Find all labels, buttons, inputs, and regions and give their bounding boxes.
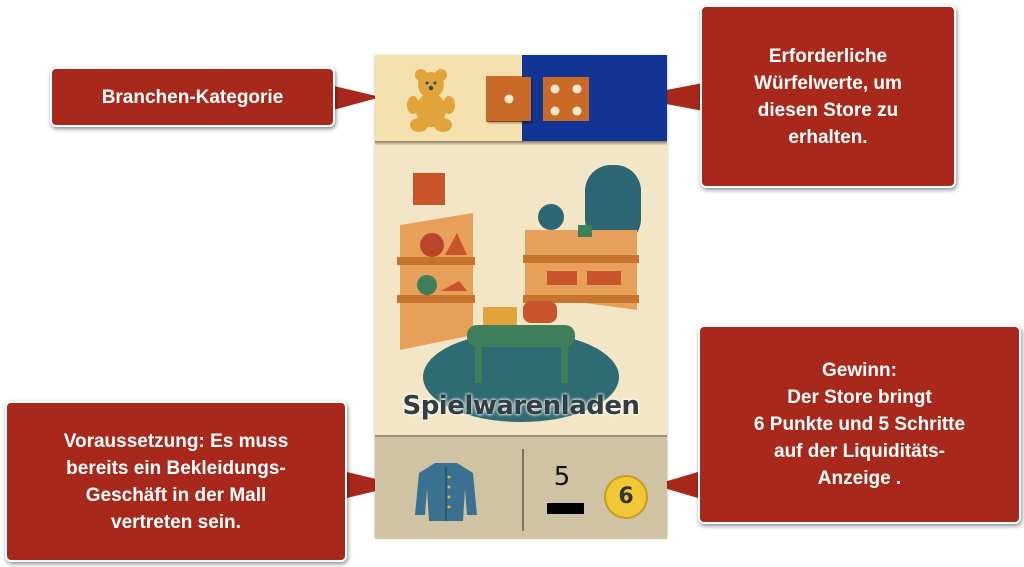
die-four-icon: [543, 77, 589, 121]
callout-reward-line: Anzeige .: [817, 468, 902, 489]
callout-category: Branchen-Kategorie: [50, 67, 335, 127]
divider: [375, 141, 667, 145]
points-coin: 6: [604, 475, 648, 519]
callout-requirement: Voraussetzung: Es muss bereits ein Bekle…: [5, 401, 347, 562]
callout-requirement-line: vertreten sein.: [111, 511, 241, 533]
callout-requirement-line: bereits ein Bekleidungs-: [66, 457, 286, 479]
callout-requirement-line: Geschäft in der Mall: [85, 484, 267, 506]
store-title: Spielwarenladen: [402, 391, 640, 421]
callout-dice-line: erhalten.: [788, 126, 868, 148]
callout-dice-line: Würfelwerte, um: [754, 72, 902, 94]
liquidity-steps: 5: [553, 462, 571, 492]
toy-store-illustration: [397, 165, 641, 422]
callout-dice-line: diesen Store zu: [757, 99, 899, 121]
callout-dice-line: Erforderliche: [768, 45, 888, 67]
store-card: Spielwarenladen 5 6: [375, 55, 667, 539]
card-footer: 5 6: [375, 435, 667, 539]
die-one-icon: [487, 77, 531, 121]
callout-requirement-line: Voraussetzung: Es muss: [63, 430, 289, 452]
callout-reward-line: Gewinn:: [822, 360, 897, 381]
callout-reward-line: Der Store bringt: [787, 387, 932, 408]
callout-reward-line: auf der Liquiditäts-: [774, 441, 945, 462]
footer-divider: [522, 449, 524, 531]
callout-reward: Gewinn: Der Store bringt 6 Punkte und 5 …: [698, 325, 1021, 524]
shirt-icon: [415, 463, 477, 521]
callout-reward-line: 6 Punkte und 5 Schritte: [753, 414, 966, 435]
steps-bar-icon: [547, 503, 584, 514]
callout-category-text: Branchen-Kategorie: [101, 86, 284, 108]
dice-icons: [487, 77, 589, 121]
callout-dice: Erforderliche Würfelwerte, um diesen Sto…: [700, 5, 956, 188]
